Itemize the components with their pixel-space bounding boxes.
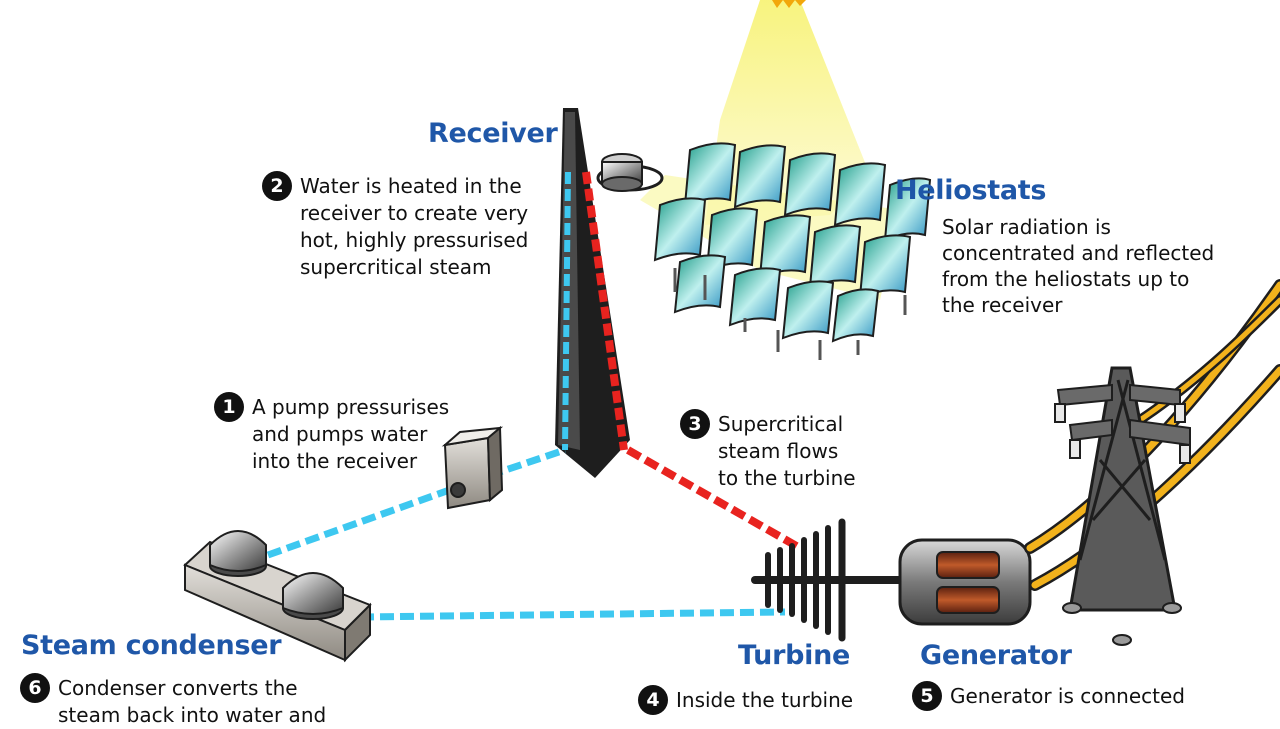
step-line: supercritical steam	[300, 255, 492, 279]
receiver-label: Receiver	[428, 118, 558, 149]
pump-icon	[441, 425, 504, 510]
step-text: Supercritical steam flows to the turbine	[718, 411, 856, 492]
hot-steam-pipe	[626, 446, 802, 552]
step-line: into the receiver	[252, 449, 418, 473]
step-5: 5 Generator is connected	[912, 681, 1185, 711]
step-text: A pump pressurises and pumps water into …	[252, 394, 449, 475]
heliostats-desc-line: concentrated and reflected	[942, 241, 1215, 265]
steam-condenser-label: Steam condenser	[21, 630, 282, 661]
step-line: steam flows	[718, 439, 839, 463]
step-text: Condenser converts the steam back into w…	[58, 675, 326, 729]
electricity-pylon-icon	[1054, 366, 1191, 646]
step-line: receiver to create very	[300, 201, 529, 225]
step-4: 4 Inside the turbine	[638, 685, 853, 715]
step-number-badge: 2	[262, 171, 292, 201]
step-1: 1 A pump pressurises and pumps water int…	[214, 392, 449, 475]
heliostats-description: Solar radiation is concentrated and refl…	[942, 214, 1214, 318]
step-number-badge: 6	[20, 673, 50, 703]
turbine-label: Turbine	[738, 640, 851, 671]
turbine-icon	[751, 518, 909, 642]
step-line: Generator is connected	[950, 684, 1185, 708]
step-line: Water is heated in the	[300, 174, 522, 198]
step-number-badge: 3	[680, 409, 710, 439]
step-3: 3 Supercritical steam flows to the turbi…	[680, 409, 856, 492]
step-line: Inside the turbine	[676, 688, 854, 712]
step-text: Inside the turbine	[676, 687, 853, 714]
heliostats-label: Heliostats	[895, 175, 1047, 206]
step-line: steam back into water and	[58, 703, 327, 727]
step-text: Water is heated in the receiver to creat…	[300, 173, 528, 281]
generator-label: Generator	[920, 640, 1072, 671]
heliostats-desc-line: the receiver	[942, 293, 1063, 317]
step-number-badge: 1	[214, 392, 244, 422]
step-number-badge: 4	[638, 685, 668, 715]
step-line: Supercritical	[718, 412, 844, 436]
step-line: A pump pressurises	[252, 395, 450, 419]
step-2: 2 Water is heated in the receiver to cre…	[262, 171, 528, 281]
steam-condenser-icon	[183, 530, 372, 663]
receiver-tower	[555, 108, 664, 478]
step-number-badge: 5	[912, 681, 942, 711]
step-text: Generator is connected	[950, 683, 1185, 710]
power-lines	[1024, 279, 1280, 591]
step-line: hot, highly pressurised	[300, 228, 529, 252]
generator-icon	[898, 538, 1032, 626]
step-line: to the turbine	[718, 466, 856, 490]
step-line: and pumps water	[252, 422, 428, 446]
heliostats-mirrors	[653, 142, 932, 360]
step-6: 6 Condenser converts the steam back into…	[20, 673, 326, 729]
step-line: Condenser converts the	[58, 676, 298, 700]
heliostats-desc-line: from the heliostats up to	[942, 267, 1190, 291]
heliostats-desc-line: Solar radiation is	[942, 215, 1111, 239]
cold-water-pipes	[266, 446, 786, 621]
